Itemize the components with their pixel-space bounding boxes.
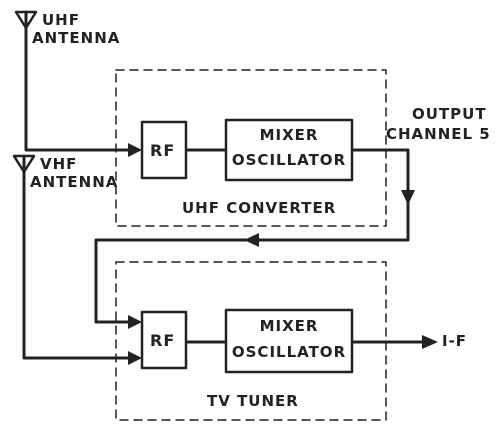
- vhf-antenna-icon: [12, 154, 36, 174]
- arrow-head-channel5-left: [244, 233, 259, 247]
- arrow-head-output-down: [401, 190, 415, 205]
- tuner-oscillator-label: OSCILLATOR: [231, 343, 347, 361]
- uhf-converter-border: [115, 69, 387, 227]
- arrow-head-uhf-rf-input: [128, 143, 142, 157]
- arrow-head-if-output: [422, 335, 438, 349]
- uhf-converter-title: UHF CONVERTER: [182, 199, 337, 217]
- vhf-antenna-label-line2: ANTENNA: [30, 173, 119, 191]
- uhf-antenna-icon: [14, 10, 38, 30]
- vhf-antenna-feed-line: [22, 170, 134, 360]
- uhf-antenna-feed-line: [24, 26, 134, 152]
- tuner-mixer-oscillator-block: [224, 308, 354, 374]
- output-label-line1: OUTPUT: [412, 105, 487, 123]
- tuner-rf-block: [140, 310, 188, 370]
- tuner-rf-label: RF: [150, 331, 176, 350]
- tuner-mixer-label: MIXER: [259, 317, 319, 335]
- uhf-mixer-oscillator-block: [224, 118, 354, 182]
- uhf-mixer-label: MIXER: [259, 126, 319, 144]
- tv-tuner-border: [115, 261, 387, 421]
- uhf-antenna-label-line1: UHF: [42, 11, 80, 29]
- uhf-rf-label: RF: [150, 141, 176, 160]
- vhf-antenna-label-line1: VHF: [40, 155, 78, 173]
- tv-tuner-title: TV TUNER: [207, 392, 299, 410]
- uhf-oscillator-label: OSCILLATOR: [231, 151, 347, 169]
- output-label-line2: CHANNEL 5: [386, 125, 491, 143]
- arrow-head-tuner-rf-input-lower: [128, 351, 142, 365]
- uhf-antenna-label-line2: ANTENNA: [32, 29, 121, 47]
- if-output-label: I-F: [442, 332, 468, 350]
- arrow-head-tuner-rf-input-upper: [128, 315, 142, 329]
- uhf-rf-block: [140, 120, 188, 180]
